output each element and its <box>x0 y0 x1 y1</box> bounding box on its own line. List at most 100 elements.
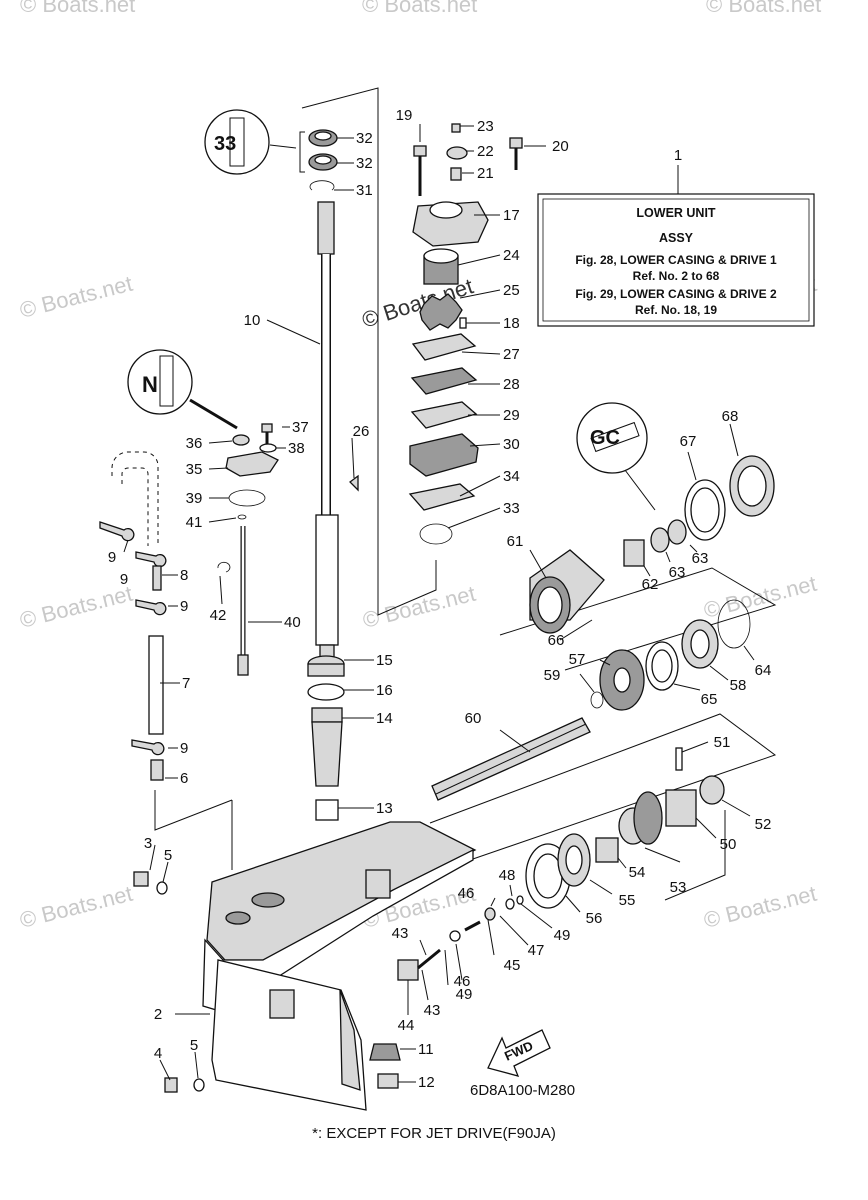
info-box-line: Fig. 28, LOWER CASING & DRIVE 1 <box>575 253 777 267</box>
callout-32: 32 <box>356 155 373 172</box>
callout-26: 26 <box>353 423 370 440</box>
callout-59: 59 <box>544 667 561 684</box>
callout-64: 64 <box>755 662 772 679</box>
callout-11: 11 <box>418 1041 434 1058</box>
callout-36: 36 <box>186 435 203 452</box>
callout-57: 57 <box>569 651 586 668</box>
callout-5: 5 <box>164 847 172 864</box>
callout-18: 18 <box>503 315 520 332</box>
callout-9: 9 <box>108 549 116 566</box>
callout-39: 39 <box>186 490 203 507</box>
callout-62: 62 <box>642 576 659 593</box>
callout-9: 9 <box>180 598 188 615</box>
callout-13: 13 <box>376 800 393 817</box>
callout-9: 9 <box>120 571 128 588</box>
callout-67: 67 <box>680 433 697 450</box>
callout-20: 20 <box>552 138 569 155</box>
grease-symbol-icon: GC <box>576 402 656 511</box>
callout-28: 28 <box>503 376 520 393</box>
grease-symbol-icon: 33 <box>204 109 297 175</box>
callout-23: 23 <box>477 118 494 135</box>
callout-19: 19 <box>396 107 413 124</box>
callout-42: 42 <box>210 607 227 624</box>
shift-plunger-parts <box>369 895 524 1089</box>
callout-25: 25 <box>503 282 520 299</box>
callout-24: 24 <box>503 247 520 264</box>
sealant-symbol-icon: N <box>127 349 238 430</box>
callout-27: 27 <box>503 346 520 363</box>
watermark: © Boats.net <box>706 0 821 17</box>
callout-61: 61 <box>507 533 524 550</box>
forward-arrow-icon: FWD <box>487 1029 551 1077</box>
info-box-subtitle: ASSY <box>659 231 694 245</box>
callout-51: 51 <box>714 734 731 751</box>
callout-2: 2 <box>154 1006 162 1023</box>
callout-49: 49 <box>554 927 571 944</box>
watermark: © Boats.net <box>17 271 135 323</box>
lower-casing <box>202 821 477 1111</box>
callout-5: 5 <box>190 1037 198 1054</box>
info-box-line: Ref. No. 2 to 68 <box>633 269 720 283</box>
callout-53: 53 <box>670 879 687 896</box>
watermark: © Boats.net <box>17 881 135 933</box>
watermark: © Boats.net <box>17 581 135 633</box>
callout-37: 37 <box>292 419 309 436</box>
callout-31: 31 <box>356 182 373 199</box>
watermark: © Boats.net <box>701 881 819 933</box>
callout-1: 1 <box>674 147 682 164</box>
callout-30: 30 <box>503 436 520 453</box>
callout-58: 58 <box>730 677 747 694</box>
callout-21: 21 <box>477 165 494 182</box>
callout-16: 16 <box>376 682 393 699</box>
callout-29: 29 <box>503 407 520 424</box>
callout-54: 54 <box>629 864 646 881</box>
casing-fasteners <box>133 871 205 1093</box>
callout-63: 63 <box>669 564 686 581</box>
callout-8: 8 <box>180 567 188 584</box>
callout-9: 9 <box>180 740 188 757</box>
callout-38: 38 <box>288 440 305 457</box>
shift-parts <box>99 423 279 781</box>
callout-60: 60 <box>465 710 482 727</box>
callout-15: 15 <box>376 652 393 669</box>
svg-text:33: 33 <box>214 133 236 155</box>
callout-3: 3 <box>144 835 152 852</box>
callout-68: 68 <box>722 408 739 425</box>
callout-10: 10 <box>244 312 261 329</box>
callout-6: 6 <box>180 770 188 787</box>
drive-shaft <box>307 201 359 821</box>
svg-text:GC: GC <box>590 427 620 449</box>
callout-47: 47 <box>528 942 545 959</box>
callout-17: 17 <box>503 207 520 224</box>
callout-7: 7 <box>182 675 190 692</box>
callout-50: 50 <box>720 836 737 853</box>
callout-40: 40 <box>284 614 301 631</box>
callout-43: 43 <box>424 1002 441 1019</box>
info-box-line: Ref. No. 18, 19 <box>635 303 717 317</box>
callout-46: 46 <box>458 885 475 902</box>
callout-34: 34 <box>503 468 520 485</box>
callout-33: 33 <box>503 500 520 517</box>
svg-text:N: N <box>142 372 158 397</box>
info-box: LOWER UNIT ASSY Fig. 28, LOWER CASING & … <box>537 165 815 327</box>
callout-35: 35 <box>186 461 203 478</box>
callout-labels: 1 2 3 4 5 5 6 7 8 9 9 9 9 10 11 12 13 14… <box>108 107 772 1091</box>
water-pump-parts <box>299 123 523 545</box>
callout-46: 46 <box>454 973 471 990</box>
callout-55: 55 <box>619 892 636 909</box>
watermark: © Boats.net <box>362 0 477 17</box>
callout-32: 32 <box>356 130 373 147</box>
callout-4: 4 <box>154 1045 162 1062</box>
callout-66: 66 <box>548 632 565 649</box>
callout-63: 63 <box>692 550 709 567</box>
info-box-title: LOWER UNIT <box>636 206 716 220</box>
group-brackets <box>154 87 777 901</box>
callout-14: 14 <box>376 710 393 727</box>
watermark: © Boats.net <box>20 0 135 17</box>
callout-43: 43 <box>392 925 409 942</box>
callout-45: 45 <box>504 957 521 974</box>
callout-65: 65 <box>701 691 718 708</box>
callout-56: 56 <box>586 910 603 927</box>
propeller-shaft-parts <box>431 455 775 909</box>
